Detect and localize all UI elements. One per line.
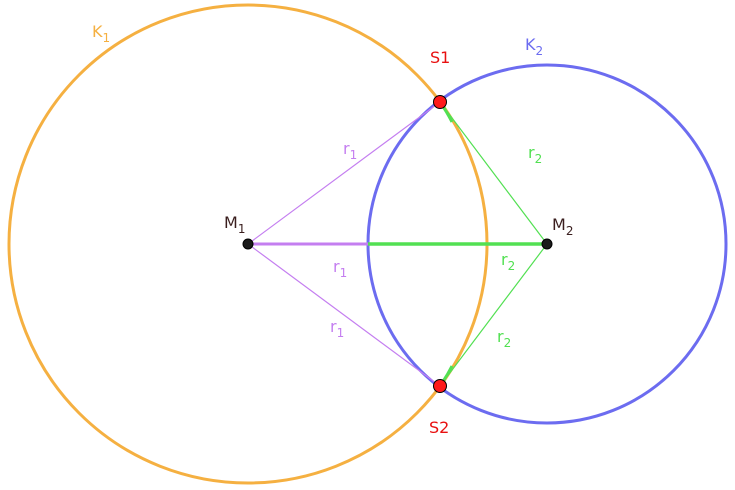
- label-circle-k2: K2: [525, 35, 543, 58]
- segment-r2-upper: [439, 101, 548, 245]
- label-point-m1: M1: [224, 213, 245, 236]
- label-segment-r2-middle: r2: [501, 250, 515, 273]
- segment-r1-upper: [247, 101, 441, 245]
- label-point-s2: S2: [429, 418, 449, 437]
- label-segment-r1-upper: r1: [343, 139, 357, 162]
- point-s1[interactable]: [433, 95, 447, 109]
- label-segment-r1-lower: r1: [330, 317, 344, 340]
- segment-r1-lower: [247, 243, 441, 387]
- point-m2[interactable]: [541, 238, 553, 250]
- segment-r2-lower: [439, 243, 548, 387]
- label-point-s1: S1: [430, 48, 450, 67]
- label-point-m2: M2: [552, 215, 573, 238]
- label-segment-r1-middle: r1: [333, 257, 347, 280]
- label-circle-k1: K1: [92, 22, 110, 45]
- point-m1[interactable]: [242, 238, 254, 250]
- label-segment-r2-lower: r2: [497, 327, 511, 350]
- point-s2[interactable]: [433, 379, 447, 393]
- label-segment-r2-upper: r2: [528, 143, 542, 166]
